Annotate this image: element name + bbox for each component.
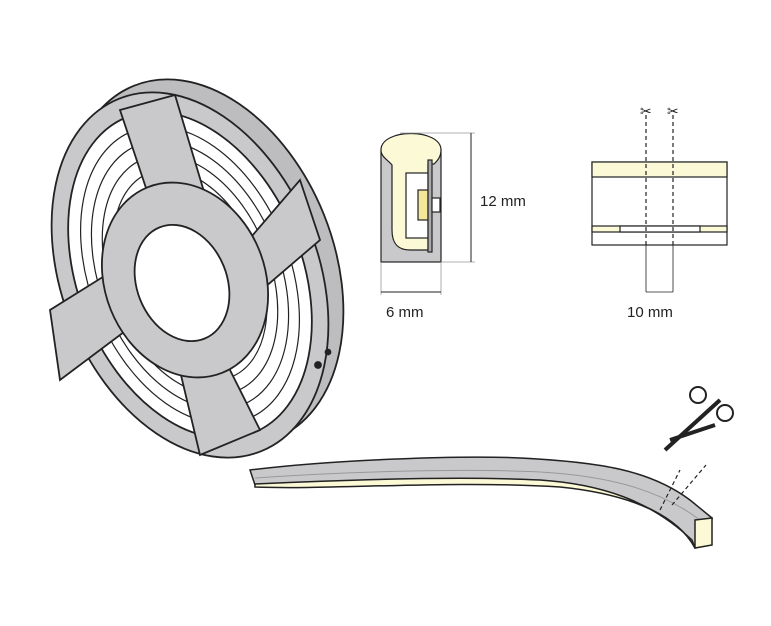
cut-interval-label: 10 mm: [627, 304, 673, 321]
reel: [49, 78, 345, 459]
cut-diagram: ✂ ✂: [591, 103, 728, 293]
width-label: 6 mm: [386, 304, 424, 321]
scissors-icon: ✂: [667, 103, 679, 119]
cross-section: [380, 132, 475, 295]
led-strip-ribbon: [248, 456, 713, 549]
height-label: 12 mm: [480, 193, 526, 210]
scissors-icon: [659, 386, 734, 511]
scissors-icon: ✂: [640, 103, 652, 119]
